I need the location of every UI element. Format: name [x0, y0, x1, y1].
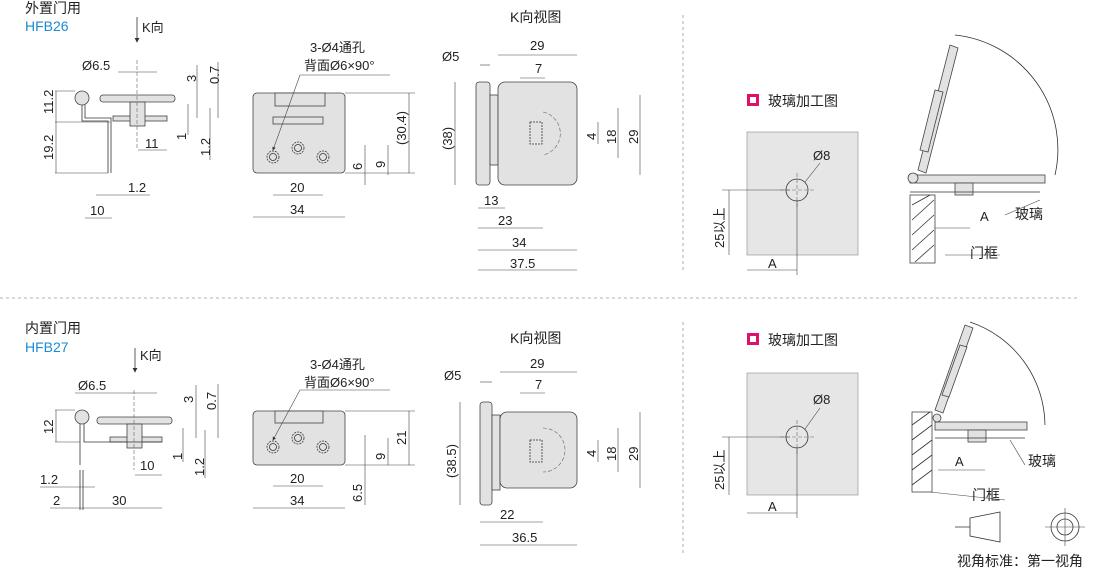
k-view-title: K向视图: [510, 330, 561, 346]
dim-shaft-diameter: Ø6.5: [78, 378, 106, 393]
dim-1: 1: [174, 133, 189, 140]
assembly-glass-label: 玻璃: [1028, 453, 1056, 469]
glass-dim-a: A: [768, 256, 777, 271]
dim-7: 7: [535, 377, 542, 392]
front-view: 3-Ø4通孔 背面Ø6×90° (30.4) 6 9 20 34: [252, 40, 415, 218]
assembly-glass-label: 玻璃: [1015, 206, 1043, 222]
dim-11.2: 11.2: [41, 90, 56, 114]
dim-1.2-thickness: 1.2: [40, 472, 58, 487]
model-number: HFB26: [25, 18, 69, 34]
dim-36.5: 36.5: [512, 530, 537, 545]
k-view-title: K向视图: [510, 9, 561, 25]
dim-10: 10: [140, 458, 154, 473]
dim-9: 9: [373, 161, 388, 168]
dim-13: 13: [484, 193, 498, 208]
bottom-section: 内置门用 HFB27 K向 Ø6.5 3 0.7 12 10 1 1.2: [25, 320, 1085, 569]
glass-dim-a: A: [768, 499, 777, 514]
assembly-dim-a: A: [955, 454, 964, 469]
glass-machining: 玻璃加工图 Ø8 25以上 A: [712, 332, 859, 518]
dim-4: 4: [584, 133, 599, 140]
dim-6: 6: [350, 163, 365, 170]
dim-18: 18: [604, 447, 619, 461]
dim-38.5: (38.5): [444, 444, 459, 478]
dim-1.2: 1.2: [192, 458, 207, 476]
k-direction-label: K向: [140, 348, 162, 363]
dim-29-height: 29: [626, 130, 641, 144]
glass-hole-diameter: Ø8: [813, 148, 830, 163]
dim-6.5: 6.5: [350, 484, 365, 502]
dim-30.4: (30.4): [394, 111, 409, 145]
section-title: 内置门用: [25, 320, 81, 336]
dim-0.7: 0.7: [207, 66, 222, 84]
dim-7: 7: [535, 61, 542, 76]
dim-34: 34: [290, 202, 304, 217]
dim-21: 21: [394, 431, 409, 445]
k-view: K向视图 29 Ø5 7 (38) 4 18 29 13 23 34 37.5: [440, 9, 641, 271]
dim-10: 10: [90, 203, 104, 218]
hole-note-line-1: 3-Ø4通孔: [310, 357, 365, 372]
dim-pin-diameter: Ø5: [442, 49, 459, 64]
k-direction-label: K向: [142, 20, 164, 35]
assembly-frame-label: 门框: [972, 487, 1000, 503]
dim-3: 3: [181, 396, 196, 403]
assembly-view: A 玻璃 门框: [907, 34, 1059, 264]
dim-1: 1: [170, 453, 185, 460]
dim-34: 34: [290, 493, 304, 508]
dim-38: (38): [440, 127, 455, 150]
dim-37.5: 37.5: [510, 256, 535, 271]
dim-0.7: 0.7: [204, 392, 219, 410]
dim-2: 2: [53, 493, 60, 508]
dim-22: 22: [500, 507, 514, 522]
dim-30: 30: [112, 493, 126, 508]
hole-note-line-2: 背面Ø6×90°: [304, 375, 375, 390]
assembly-dim-a: A: [980, 209, 989, 224]
top-section: 外置门用 HFB26 K向 Ø6.5 3 0.7 11.2 19.2 11: [25, 0, 1059, 275]
side-view: Ø6.5 3 0.7 12 10 1 1.2 1.2 2 30: [40, 378, 219, 510]
model-number: HFB27: [25, 339, 69, 355]
assembly-view: A 玻璃 门框: [911, 321, 1056, 503]
dim-29-height: 29: [626, 447, 641, 461]
dim-19.2: 19.2: [41, 135, 56, 160]
front-view: 3-Ø4通孔 背面Ø6×90° 21 9 6.5 20 34: [252, 357, 415, 509]
glass-machining: 玻璃加工图 Ø8 25以上 A: [712, 93, 859, 275]
dim-4: 4: [584, 450, 599, 457]
assembly-frame-label: 门框: [970, 245, 998, 261]
dim-11: 11: [145, 136, 159, 151]
glass-hole-diameter: Ø8: [813, 392, 830, 407]
dim-29-width: 29: [530, 38, 544, 53]
section-title: 外置门用: [25, 0, 81, 16]
dim-20: 20: [290, 180, 304, 195]
projection-note: 视角标准：第一视角: [957, 553, 1083, 569]
dim-18: 18: [604, 130, 619, 144]
hole-note-line-1: 3-Ø4通孔: [310, 40, 365, 55]
dim-shaft-diameter: Ø6.5: [82, 58, 110, 73]
dim-29-width: 29: [530, 356, 544, 371]
dim-1.2: 1.2: [198, 138, 213, 156]
dim-12: 12: [41, 420, 56, 434]
glass-min-distance: 25以上: [712, 208, 727, 248]
first-angle-projection-symbol: [955, 508, 1085, 546]
dim-3: 3: [184, 75, 199, 82]
side-view: Ø6.5 3 0.7 11.2 19.2 11 1 1.2 1.2 10: [41, 58, 222, 219]
dim-9: 9: [373, 453, 388, 460]
hole-note-line-2: 背面Ø6×90°: [304, 58, 375, 73]
dim-1.2-thickness: 1.2: [128, 180, 146, 195]
dim-pin-diameter: Ø5: [444, 368, 461, 383]
dim-34: 34: [512, 235, 526, 250]
dim-20: 20: [290, 471, 304, 486]
k-view: K向视图 29 Ø5 7 (38.5) 4 18 29 22 36.5: [444, 330, 641, 546]
glass-title: 玻璃加工图: [768, 332, 838, 348]
dim-23: 23: [498, 213, 512, 228]
glass-title: 玻璃加工图: [768, 93, 838, 109]
glass-min-distance: 25以上: [712, 450, 727, 490]
